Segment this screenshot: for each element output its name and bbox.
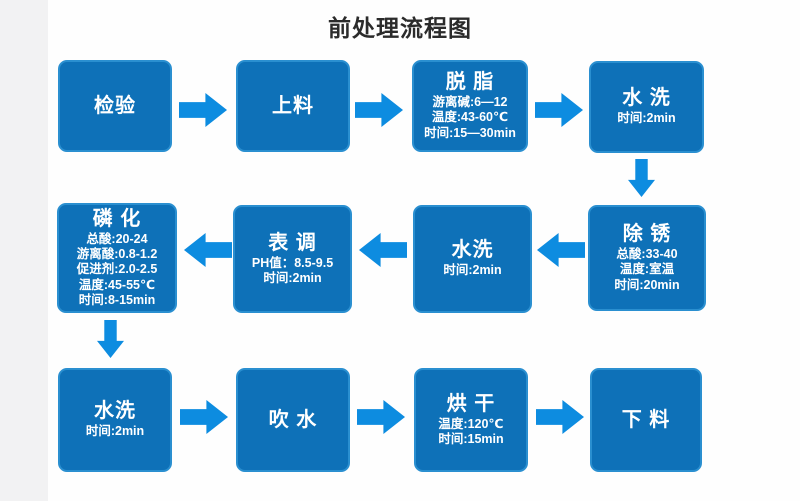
arrow-right-icon [357, 400, 405, 434]
node-details: 总酸:33-40 温度:室温 时间:20min [614, 247, 679, 293]
node-label: 水洗 [451, 239, 494, 262]
node-details: 时间:2min [86, 424, 144, 439]
node-details: 温度:120℃ 时间:15min [438, 417, 503, 448]
detail-temperature: 温度:43-60℃ [431, 110, 509, 125]
node-rinse-2: 水洗 时间:2min [413, 205, 532, 313]
page-title: 前处理流程图 [328, 15, 472, 41]
detail-time: 时间:2min [443, 263, 502, 278]
node-details: 总酸:20-24 游离酸:0.8-1.2 促进剂:2.0-2.5 温度:45-5… [77, 232, 158, 308]
detail-temperature: 温度:室温 [619, 262, 675, 277]
arrow-down-icon [97, 320, 124, 358]
node-label: 除 锈 [622, 223, 672, 246]
arrow-right-icon [180, 400, 228, 434]
arrow-down-icon [628, 159, 655, 197]
node-surface-conditioning: 表 调 PH值：8.5-9.5 时间:2min [233, 205, 352, 313]
node-label: 脱 脂 [445, 71, 495, 94]
node-rinse-3: 水洗 时间:2min [58, 368, 172, 472]
detail-time: 时间:8-15min [78, 292, 156, 307]
arrow-left-icon [537, 233, 585, 267]
node-details: PH值：8.5-9.5 时间:2min [252, 256, 333, 287]
node-loading: 上料 [236, 60, 350, 152]
node-label: 磷 化 [92, 207, 142, 230]
detail-time: 时间:2min [85, 424, 145, 439]
node-unloading: 下 料 [590, 368, 702, 472]
node-label: 上料 [272, 94, 314, 117]
detail-time: 时间:15min [438, 432, 504, 446]
node-label: 检验 [94, 94, 136, 117]
arrow-left-icon [359, 233, 407, 267]
detail-time: 时间:2min [263, 271, 322, 285]
node-label: 表 调 [268, 231, 317, 254]
detail-time: 时间:20min [614, 277, 680, 292]
node-details: 时间:2min [443, 263, 501, 278]
node-degreasing: 脱 脂 游离碱:6—12 温度:43-60℃ 时间:15—30min [412, 60, 528, 152]
page-left-margin [0, 0, 48, 501]
node-rust-removal: 除 锈 总酸:33-40 温度:室温 时间:20min [588, 205, 706, 311]
node-inspection: 检验 [58, 60, 172, 152]
node-label: 水洗 [94, 400, 136, 423]
node-water-blowoff: 吹 水 [236, 368, 350, 472]
arrow-left-icon [184, 233, 232, 267]
node-phosphating: 磷 化 总酸:20-24 游离酸:0.8-1.2 促进剂:2.0-2.5 温度:… [57, 203, 177, 313]
arrow-right-icon [355, 93, 403, 127]
arrow-right-icon [535, 93, 583, 127]
node-label: 烘 干 [446, 392, 496, 415]
arrow-right-icon [179, 93, 227, 127]
detail-time: 时间:2min [617, 111, 676, 126]
detail-free-alkali: 游离碱:6—12 [432, 95, 508, 110]
detail-time: 时间:15—30min [424, 125, 516, 140]
node-label: 吹 水 [268, 408, 318, 431]
detail-total-acid: 总酸:33-40 [616, 247, 678, 262]
node-label: 下 料 [621, 408, 671, 431]
detail-ph: PH值：8.5-9.5 [251, 255, 334, 270]
node-label: 水 洗 [622, 87, 671, 110]
node-details: 时间:2min [617, 111, 675, 126]
detail-total-acid: 总酸:20-24 [86, 231, 148, 246]
node-details: 游离碱:6—12 温度:43-60℃ 时间:15—30min [424, 95, 516, 141]
node-rinse-1: 水 洗 时间:2min [589, 61, 704, 153]
detail-temperature: 温度:120℃ [438, 416, 504, 431]
detail-free-acid: 游离酸:0.8-1.2 [76, 247, 158, 262]
detail-temperature: 温度:45-55℃ [78, 277, 156, 292]
node-drying: 烘 干 温度:120℃ 时间:15min [414, 368, 528, 472]
detail-accelerator: 促进剂:2.0-2.5 [76, 262, 158, 277]
arrow-right-icon [536, 400, 584, 434]
